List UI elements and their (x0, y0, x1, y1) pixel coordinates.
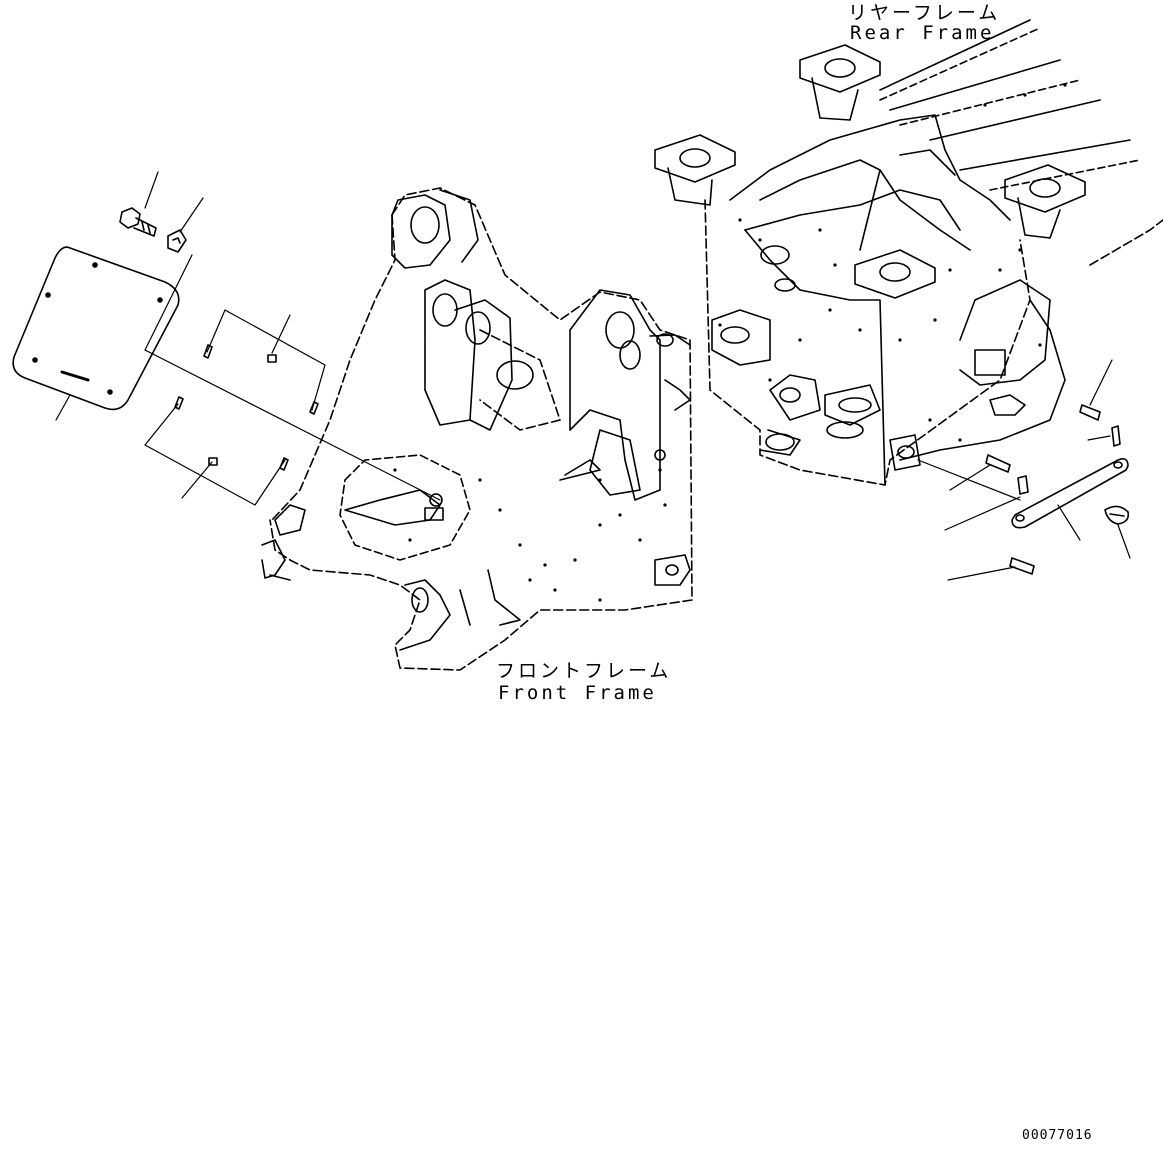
rear-frame (655, 20, 1163, 485)
front-frame-label-en: Front Frame (498, 682, 657, 704)
cover-plate (13, 247, 179, 409)
clip-icon (1105, 506, 1128, 524)
rear-frame-label-en: Rear Frame (850, 22, 995, 44)
pin-icon (986, 405, 1120, 574)
lock-bar-icon (1012, 459, 1128, 528)
front-frame-label-jp: フロントフレーム (496, 660, 672, 682)
bolt-icon (120, 208, 156, 236)
washer-icon (168, 230, 186, 252)
drawing-code: 00077016 (1022, 1128, 1093, 1143)
front-frame (262, 188, 692, 670)
leader-lines (56, 172, 1130, 580)
rear-frame-label-jp: リヤーフレーム (848, 2, 1001, 24)
wire-terminals (175, 345, 318, 470)
